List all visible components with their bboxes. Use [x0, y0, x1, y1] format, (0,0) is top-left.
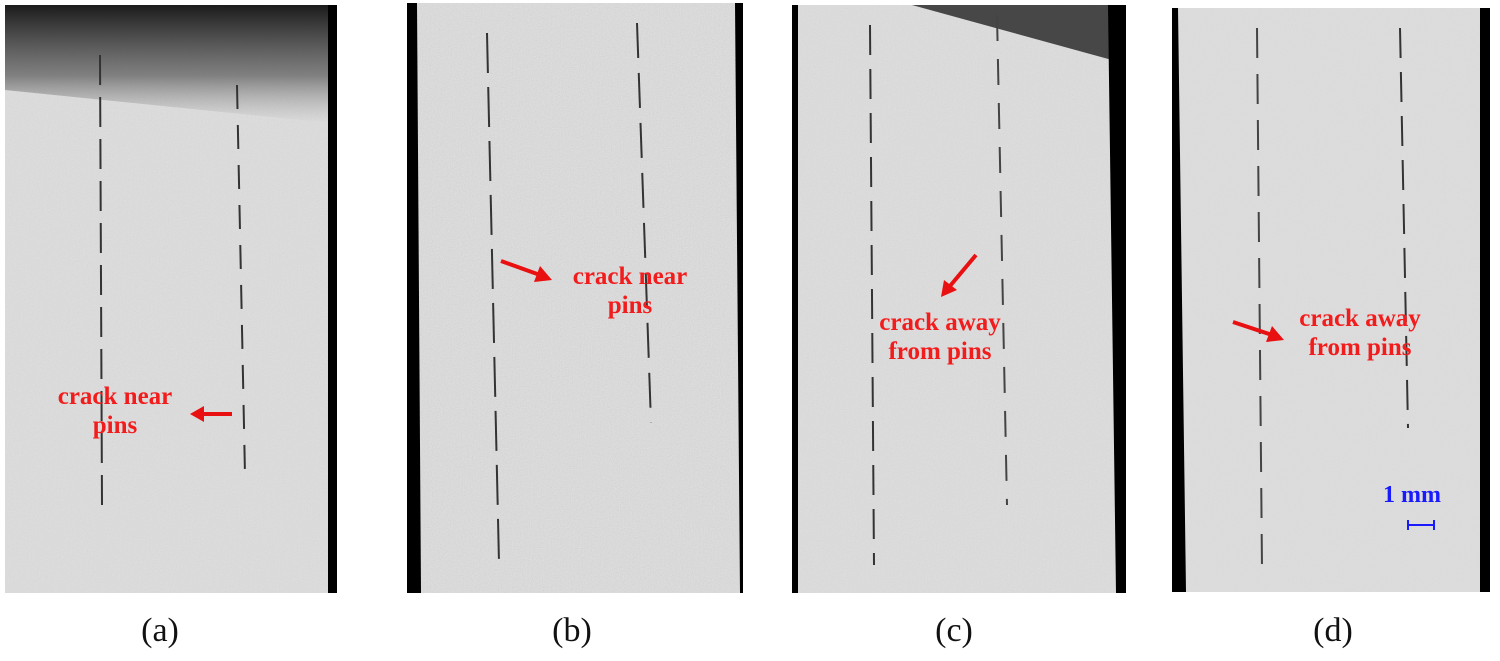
- scale-bar-label: 1 mm: [1383, 482, 1441, 508]
- ct-image-panel-d: [1172, 8, 1490, 592]
- caption-d: (d): [1313, 612, 1353, 649]
- caption-a: (a): [141, 612, 179, 649]
- arrow-icon: [941, 253, 978, 297]
- annotation-c: crack away from pins: [855, 308, 1025, 366]
- annotation-line: crack away: [879, 309, 1001, 336]
- annotation-line: crack near: [57, 383, 173, 410]
- caption-c: (c): [935, 612, 973, 649]
- annotation-line: crack near: [572, 263, 688, 290]
- ct-image-panel-b: [407, 3, 743, 593]
- annotation-line: from pins: [1308, 334, 1412, 361]
- arrow-icon: [1232, 320, 1284, 342]
- annotation-line: pins: [607, 292, 653, 319]
- caption-b: (b): [552, 612, 592, 649]
- arrow-icon: [500, 259, 552, 282]
- annotation-line: pins: [92, 412, 138, 439]
- ct-image-panel-a: [5, 5, 337, 593]
- annotation-line: from pins: [888, 338, 992, 365]
- annotation-line: crack away: [1299, 305, 1421, 332]
- arrow-icon: [190, 406, 232, 422]
- scale-bar: [1407, 520, 1435, 530]
- annotation-a: crack near pins: [40, 382, 190, 440]
- annotation-d: crack away from pins: [1275, 304, 1445, 362]
- annotation-b: crack near pins: [550, 262, 710, 320]
- ct-image-panel-c: [792, 5, 1126, 593]
